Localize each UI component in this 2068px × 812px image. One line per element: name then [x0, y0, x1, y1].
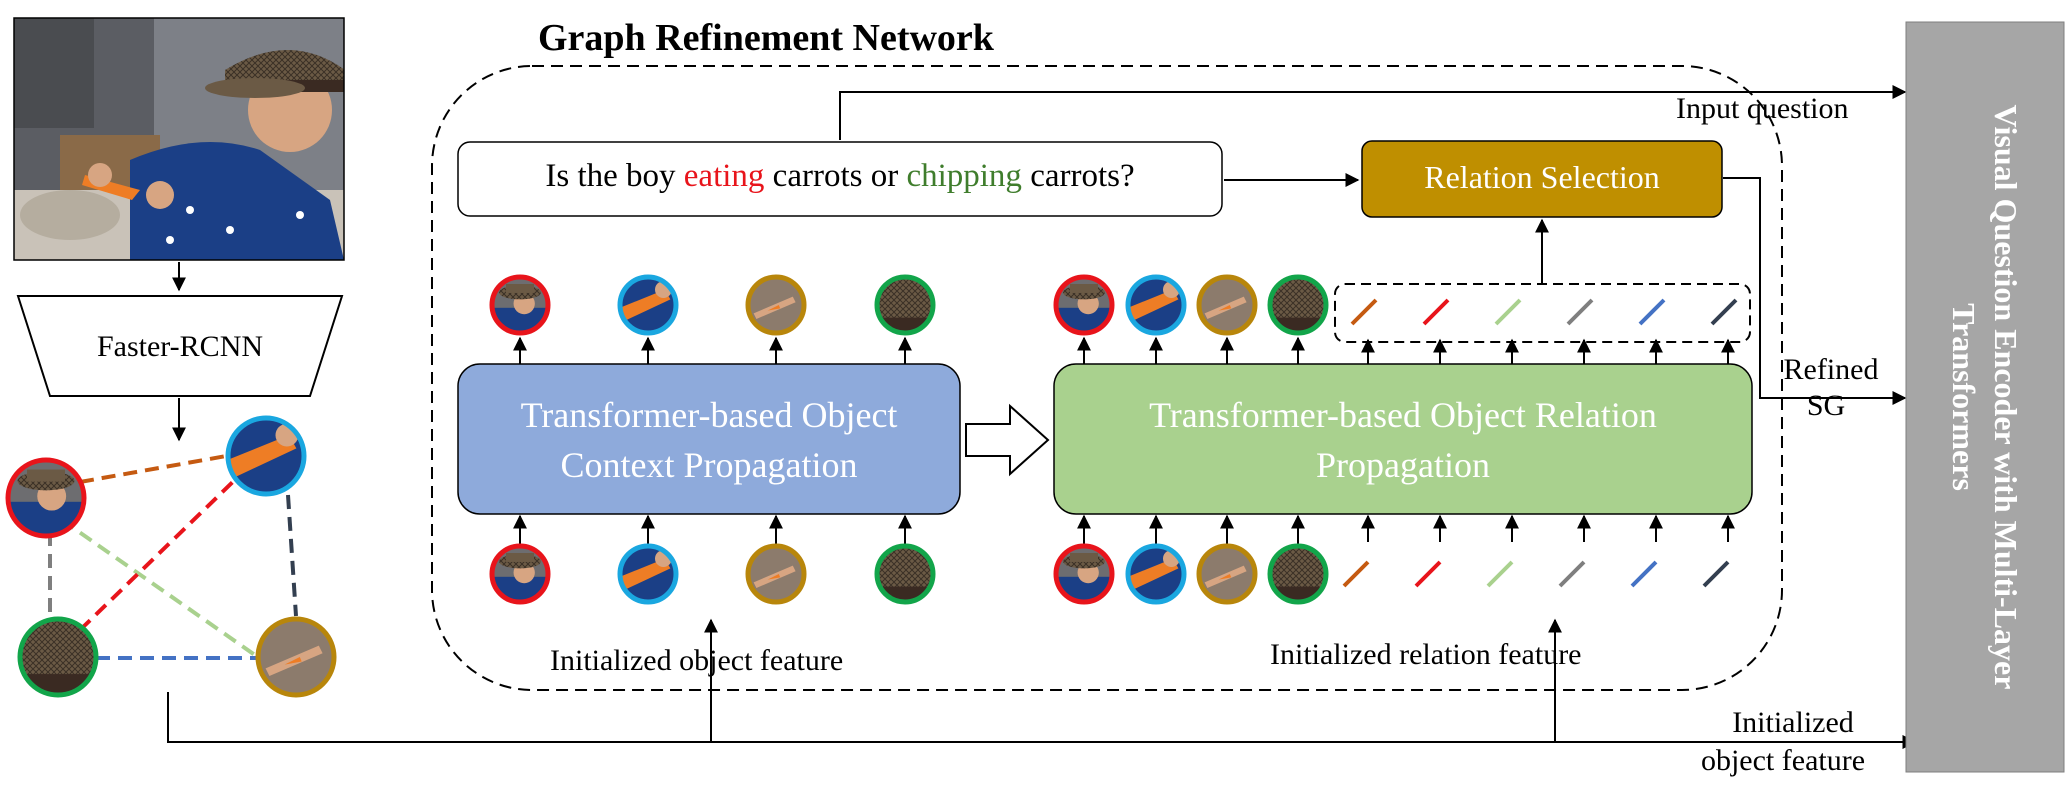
page-title: Graph Refinement Network: [538, 17, 994, 59]
question-prefix: Is the boy: [545, 158, 684, 194]
faster-rcnn-box: [16, 295, 344, 397]
refined-relation-edge-3: [1494, 298, 1522, 326]
context-input-node-4: [874, 543, 936, 605]
graph-node-hat: [17, 616, 99, 698]
context-input-node-1: [489, 543, 551, 605]
question-to-encoder-arrow: [839, 85, 1907, 140]
context-to-relation-arrow: [965, 403, 1050, 477]
right-initialized-line1: Initialized: [1732, 706, 1854, 739]
relation-input-node-1: [1053, 543, 1115, 605]
object-context-box-text: Transformer-based Object Context Propaga…: [458, 390, 960, 490]
initial-relation-edge-2: [1414, 560, 1442, 588]
question-text: Is the boy eating carrots or chipping ca…: [458, 158, 1222, 195]
faster-rcnn-label: Faster-RCNN: [96, 330, 264, 363]
initial-relation-edge-4: [1558, 560, 1586, 588]
question-box: [457, 141, 1223, 217]
refined-label: Refined: [1783, 353, 1879, 386]
object-nodes: [5, 274, 1329, 698]
input-question-label: Input question: [1676, 92, 1849, 125]
initial-relation-edge-3: [1486, 560, 1514, 588]
object-relation-line2: Propagation: [1316, 445, 1490, 485]
relation-output-node-4: [1267, 274, 1329, 336]
encoder-label: Visual Question Encoder with Multi-Layer…: [1943, 27, 2027, 767]
context-output-node-2: [617, 274, 679, 336]
sg-label: SG: [1806, 389, 1846, 422]
encoder-label-line1: Visual Question Encoder with Multi-Layer: [1988, 104, 2024, 690]
right-initialized-object-feature-label: Initialized object feature: [1668, 704, 1898, 780]
relation-input-node-2: [1125, 543, 1187, 605]
refined-relation-edge-4: [1566, 298, 1594, 326]
encoder-box: [1905, 21, 2065, 773]
context-output-node-3: [745, 274, 807, 336]
refined-relation-edge-5: [1638, 298, 1666, 326]
graph-node-boy: [5, 457, 87, 539]
question-suffix: carrots?: [1021, 158, 1135, 194]
initial-relation-edge-6: [1702, 560, 1730, 588]
question-middle: carrots or: [764, 158, 907, 194]
selected-relations-box: [1334, 283, 1751, 343]
object-relation-propagation-box: [1053, 363, 1753, 515]
relation-selection-box: [1361, 140, 1723, 218]
relation-output-node-1: [1053, 274, 1115, 336]
initialized-relation-feature-label: Initialized relation feature: [1270, 638, 1582, 671]
refined-relation-edge-2: [1422, 298, 1450, 326]
right-initialized-line2: object feature: [1700, 744, 1866, 777]
question-word-chipping: chipping: [906, 158, 1022, 194]
encoder-label-line2: Transformers: [1946, 303, 1982, 491]
context-output-node-4: [874, 274, 936, 336]
refined-relation-edge-1: [1350, 298, 1378, 326]
relation-output-node-2: [1125, 274, 1187, 336]
selection-to-encoder-arrow: [1723, 177, 1907, 405]
graph-refinement-network-boundary: [431, 65, 1783, 691]
relation-input-node-3: [1196, 543, 1258, 605]
context-output-node-1: [489, 274, 551, 336]
object-context-line2: Context Propagation: [560, 445, 858, 485]
scene-graph: [48, 453, 298, 662]
relation-selection-label: Relation Selection: [1424, 159, 1660, 195]
object-relation-line1: Transformer-based Object Relation: [1149, 395, 1657, 435]
initial-relation-edge-1: [1342, 560, 1370, 588]
context-input-node-3: [745, 543, 807, 605]
initialized-object-feature-label: Initialized object feature: [550, 644, 844, 677]
input-image: [13, 17, 345, 261]
relation-output-node-3: [1196, 274, 1258, 336]
graph-node-hand: [255, 616, 337, 698]
small-arrows: [513, 336, 1735, 544]
initial-relation-edge-5: [1630, 560, 1658, 588]
initialized-object-feature-flow: [167, 692, 1917, 749]
graph-node-carrot: [225, 415, 307, 497]
relation-edges: [1342, 298, 1738, 588]
relation-input-node-4: [1267, 543, 1329, 605]
object-relation-box-text: Transformer-based Object Relation Propag…: [1054, 390, 1752, 490]
object-context-line1: Transformer-based Object: [520, 395, 898, 435]
refined-relation-edge-6: [1710, 298, 1738, 326]
refined-sg-label: Refined SG: [1766, 352, 1886, 424]
object-context-propagation-box: [457, 363, 961, 515]
context-input-node-2: [617, 543, 679, 605]
question-word-eating: eating: [683, 158, 765, 194]
